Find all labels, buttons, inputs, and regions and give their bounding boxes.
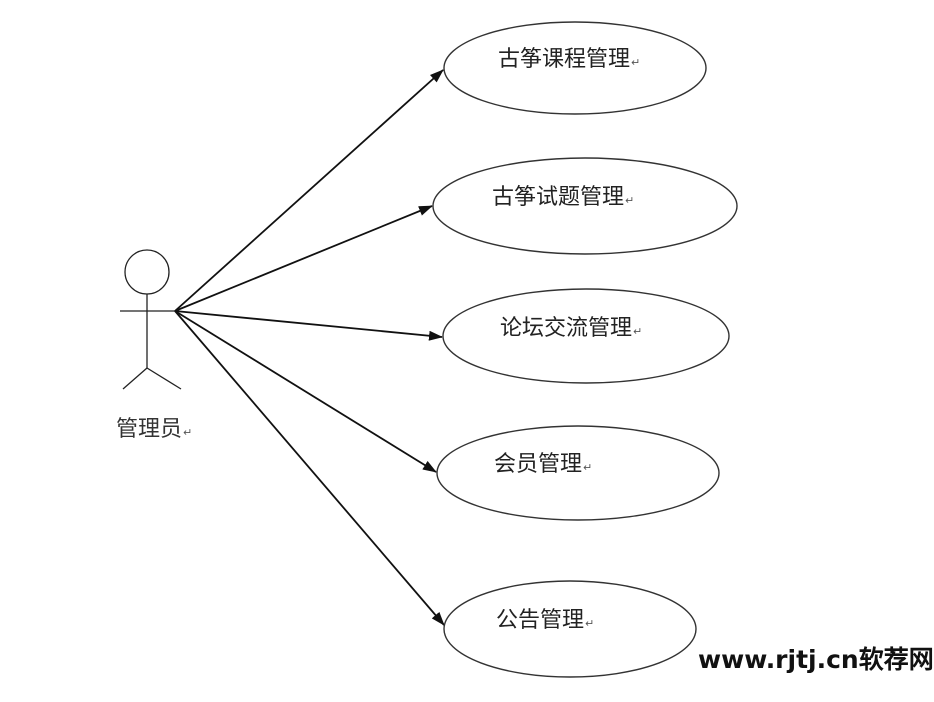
actor-left-leg	[122, 367, 148, 390]
actor-right-leg	[146, 367, 182, 390]
use-case-label: 会员管理↵	[494, 452, 592, 477]
use-case-label: 论坛交流管理↵	[500, 316, 642, 341]
use-case-label: 公告管理↵	[496, 608, 594, 633]
actor-admin: 管理员↵	[116, 249, 192, 442]
use-case-forum-mgmt: 论坛交流管理↵	[442, 288, 730, 384]
use-case-label: 古筝试题管理↵	[492, 185, 634, 210]
watermark-text: www.rjtj.cn软荐网	[698, 645, 934, 674]
arrow-to-exam-mgmt	[174, 205, 433, 312]
use-case-notice-mgmt: 公告管理↵	[443, 580, 697, 678]
use-case-course-mgmt: 古筝课程管理↵	[443, 21, 707, 115]
use-case-label: 古筝课程管理↵	[498, 47, 640, 72]
arrow-to-forum-mgmt	[174, 310, 443, 341]
arrow-to-member-mgmt	[174, 310, 437, 473]
arrow-to-course-mgmt	[174, 69, 444, 312]
use-case-exam-mgmt: 古筝试题管理↵	[432, 157, 738, 255]
associations	[174, 69, 445, 626]
use-case-member-mgmt: 会员管理↵	[436, 425, 720, 521]
arrow-to-notice-mgmt	[174, 310, 445, 626]
actor-head-icon	[124, 249, 170, 295]
actor-label: 管理员↵	[116, 417, 192, 442]
